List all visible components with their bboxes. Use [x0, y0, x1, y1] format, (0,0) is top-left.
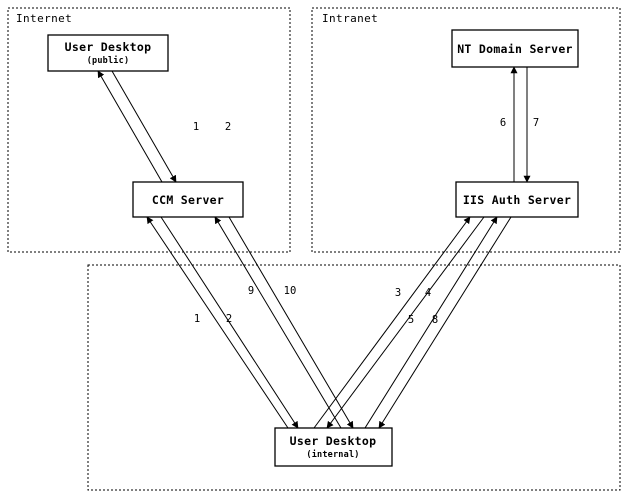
connection-flow-2b-ccm-to-internal: [160, 216, 299, 429]
connection-flow-8-iis-to-internal: [378, 216, 512, 429]
step-label-3: 3: [395, 287, 401, 299]
node-nt-domain-server-label: NT Domain Server: [457, 42, 573, 56]
node-user-desktop-internal-sublabel: (internal): [306, 449, 359, 460]
zone-internet-group: Internet: [7, 7, 291, 253]
step-label-4: 4: [425, 287, 431, 299]
node-user-desktop-internal-box[interactable]: [274, 427, 393, 467]
node-iis-auth-server[interactable]: IIS Auth Server: [455, 181, 579, 218]
node-iis-auth-server-box[interactable]: [455, 181, 579, 218]
step-label-5: 5: [408, 314, 414, 326]
connection-flow-9-internal-to-ccm: [214, 216, 342, 429]
node-user-desktop-public-sublabel: (public): [87, 55, 130, 66]
node-nt-domain-server-box[interactable]: [451, 29, 579, 68]
zone-internal-lan-boundary: [87, 264, 621, 491]
node-user-desktop-public-label: User Desktop: [65, 40, 152, 54]
step-labels-layer: 1 2 6 7 1 2 9 10 3 4 5 8: [193, 117, 539, 326]
zone-intranet-label: Intranet: [322, 12, 378, 25]
zone-internet-label: Internet: [16, 12, 72, 25]
node-ccm-server-box[interactable]: [132, 181, 244, 218]
node-ccm-server-label: CCM Server: [152, 193, 224, 207]
step-label-9: 9: [248, 285, 254, 297]
zone-internal-lan-group: [87, 264, 621, 491]
step-label-1-public: 1: [193, 121, 199, 133]
node-user-desktop-public-box[interactable]: [47, 34, 169, 72]
zone-intranet-group: Intranet: [311, 7, 621, 253]
zone-internet-boundary: [7, 7, 291, 253]
node-ccm-server[interactable]: CCM Server: [132, 181, 244, 218]
node-nt-domain-server[interactable]: NT Domain Server: [451, 29, 579, 68]
zone-intranet-boundary: [311, 7, 621, 253]
connection-flow-10-ccm-to-internal: [228, 216, 354, 429]
connection-flow-3-internal-to-iis: [313, 216, 471, 429]
node-user-desktop-internal[interactable]: User Desktop (internal): [274, 427, 393, 467]
node-iis-auth-server-label: IIS Auth Server: [463, 193, 571, 207]
connection-flow-4-iis-to-internal: [326, 216, 485, 429]
step-label-10: 10: [284, 285, 297, 297]
step-label-1-internal: 1: [194, 313, 200, 325]
node-user-desktop-internal-label: User Desktop: [290, 434, 377, 448]
step-label-8: 8: [432, 314, 438, 326]
node-user-desktop-public[interactable]: User Desktop (public): [47, 34, 169, 72]
connection-flow-5-internal-to-iis: [364, 216, 498, 429]
connection-flow-1b-internal-to-ccm: [146, 216, 289, 429]
step-label-6: 6: [500, 117, 506, 129]
step-label-2-public: 2: [225, 121, 231, 133]
connections-layer: [97, 66, 531, 429]
step-label-7: 7: [533, 117, 539, 129]
connection-flow-1-desktop-to-ccm: [97, 70, 163, 183]
connection-flow-2-ccm-to-desktop: [111, 70, 177, 183]
step-label-2-internal: 2: [226, 313, 232, 325]
